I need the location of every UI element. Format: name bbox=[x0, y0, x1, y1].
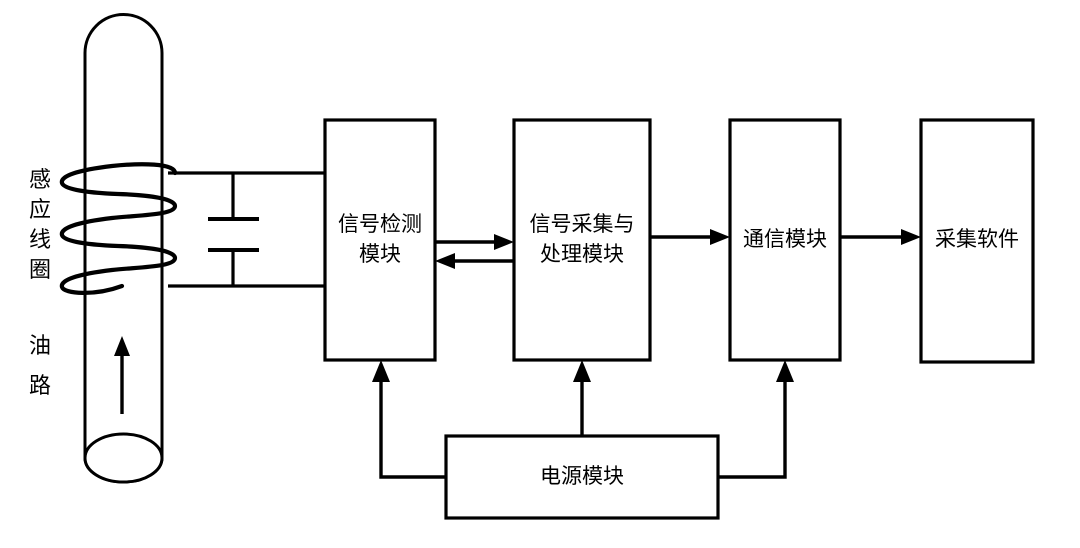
power-to-detection-rail bbox=[372, 360, 446, 479]
arrow-acquisition-to-detection bbox=[435, 253, 514, 269]
arrow-acquisition-to-communication bbox=[650, 229, 730, 245]
power-to-acquisition-rail bbox=[573, 360, 591, 436]
communication-module-label: 通信模块 bbox=[743, 227, 827, 251]
oil-passage-label: 油 路 bbox=[29, 333, 51, 398]
oil-passage-label-char-1: 路 bbox=[29, 373, 51, 398]
coil-lead-wires bbox=[168, 171, 326, 288]
oil-flow-arrow bbox=[114, 336, 130, 414]
induction-coil-label-char-2: 线 bbox=[29, 227, 51, 252]
induction-coil bbox=[59, 162, 178, 295]
oil-passage-label-char-0: 油 bbox=[29, 333, 51, 358]
signal-acquisition-processing-module-label-line1: 信号采集与 bbox=[530, 212, 635, 236]
power-supply-module-label: 电源模块 bbox=[540, 464, 624, 488]
signal-detection-module-box[interactable] bbox=[323, 118, 437, 362]
arrow-detection-to-acquisition bbox=[435, 234, 514, 250]
power-supply-module-box[interactable] bbox=[444, 434, 720, 520]
induction-coil-label-char-1: 应 bbox=[29, 197, 51, 222]
acquisition-software-label: 采集软件 bbox=[935, 227, 1019, 251]
induction-coil-label-char-0: 感 bbox=[29, 167, 51, 192]
signal-acquisition-processing-module-box[interactable] bbox=[512, 118, 652, 362]
signal-acquisition-processing-module-label-line2: 处理模块 bbox=[540, 242, 624, 266]
induction-coil-label-char-3: 圈 bbox=[29, 257, 51, 282]
power-to-communication-rail bbox=[718, 360, 794, 479]
induction-coil-label: 感 应 线 圈 bbox=[29, 167, 51, 282]
communication-module[interactable]: 通信模块 bbox=[728, 118, 842, 362]
signal-detection-module-label-line1: 信号检测 bbox=[338, 212, 422, 236]
power-supply-module[interactable]: 电源模块 bbox=[444, 434, 720, 520]
signal-detection-module-label-line2: 模块 bbox=[359, 242, 401, 266]
acquisition-software[interactable]: 采集软件 bbox=[919, 118, 1035, 364]
arrow-communication-to-software bbox=[840, 229, 921, 245]
acquisition-software-box[interactable] bbox=[919, 118, 1035, 364]
communication-module-box[interactable] bbox=[728, 118, 842, 362]
signal-detection-module[interactable]: 信号检测 模块 bbox=[323, 118, 437, 362]
tube-bottom-ellipse bbox=[83, 432, 164, 484]
signal-acquisition-processing-module[interactable]: 信号采集与 处理模块 bbox=[512, 118, 652, 362]
capacitor-icon bbox=[208, 173, 259, 286]
